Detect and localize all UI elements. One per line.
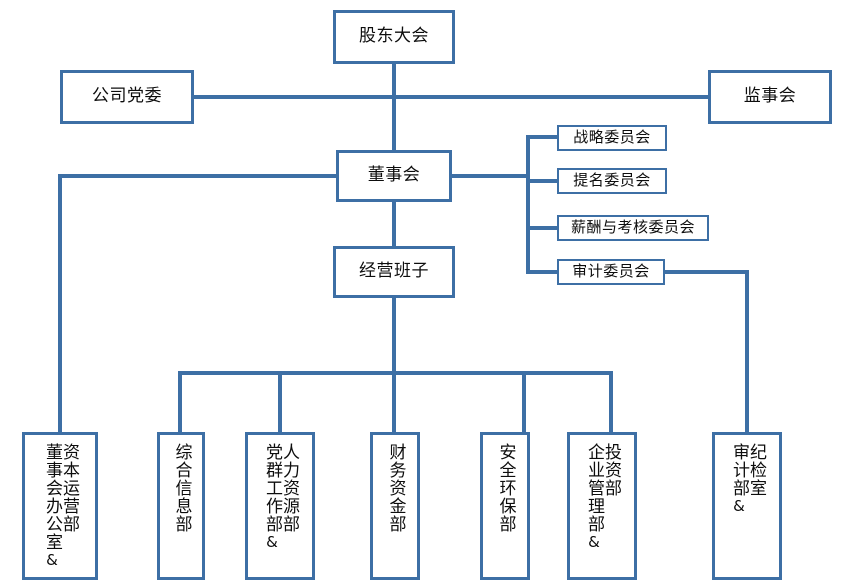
node-dept-capital-operations[interactable]: 资本运营部 董事会办公室&	[22, 432, 98, 580]
node-management-team[interactable]: 经营班子	[333, 246, 455, 298]
dept-primary-label: 安全环保部	[495, 443, 516, 533]
dept-text-wrap: 资本运营部 董事会办公室&	[42, 443, 79, 577]
dept-text-wrap: 安全环保部	[495, 443, 516, 577]
dept-text-wrap: 投资部 企业管理部&	[584, 443, 621, 577]
dept-secondary-text: 企业管理部	[584, 443, 604, 533]
node-label-management-team: 经营班子	[359, 261, 429, 282]
dept-separator: &	[730, 497, 748, 516]
node-label-committee-audit: 审计委员会	[572, 262, 650, 281]
dept-secondary-label: 审计部&	[729, 443, 749, 516]
dept-text-wrap: 纪检室 审计部&	[729, 443, 766, 577]
node-committee-audit[interactable]: 审计委员会	[557, 259, 665, 285]
dept-text-wrap: 财务资金部	[385, 443, 406, 577]
node-committee-remuneration-assessment[interactable]: 薪酬与考核委员会	[557, 215, 709, 241]
node-label-committee-strategy: 战略委员会	[573, 128, 651, 147]
node-dept-general-information[interactable]: 综合信息部	[157, 432, 205, 580]
dept-secondary-label: 企业管理部&	[584, 443, 604, 552]
dept-primary-label: 财务资金部	[385, 443, 406, 533]
link-audit-committee-to-audit-dept	[663, 270, 749, 434]
dept-primary-label: 人力资源部	[279, 443, 299, 533]
node-party-committee[interactable]: 公司党委	[60, 70, 194, 124]
node-dept-finance-funds[interactable]: 财务资金部	[370, 432, 420, 580]
dept-primary-label: 纪检室	[746, 443, 766, 497]
node-dept-investment[interactable]: 投资部 企业管理部&	[567, 432, 637, 580]
dept-separator: &	[585, 533, 603, 552]
dept-separator: &	[43, 551, 61, 570]
node-supervisory-board[interactable]: 监事会	[708, 70, 832, 124]
dept-secondary-label: 党群工作部&	[262, 443, 282, 552]
node-board-of-directors[interactable]: 董事会	[336, 150, 452, 202]
dept-text-wrap: 人力资源部 党群工作部&	[262, 443, 299, 577]
dept-secondary-text: 董事会办公室	[42, 443, 62, 551]
node-label-committee-nomination: 提名委员会	[573, 171, 651, 190]
node-label-board-of-directors: 董事会	[367, 165, 421, 186]
dept-primary-label: 投资部	[601, 443, 621, 497]
dept-secondary-text: 审计部	[729, 443, 749, 497]
node-shareholders-meeting[interactable]: 股东大会	[333, 10, 455, 64]
dept-separator: &	[263, 533, 281, 552]
node-label-shareholders-meeting: 股东大会	[359, 26, 429, 47]
node-dept-discipline-audit[interactable]: 纪检室 审计部&	[712, 432, 782, 580]
link-board-to-capital-dept	[58, 174, 338, 434]
node-label-party-committee: 公司党委	[92, 86, 162, 107]
dept-text-wrap: 综合信息部	[171, 443, 192, 577]
node-committee-nomination[interactable]: 提名委员会	[557, 168, 667, 194]
dept-secondary-label: 董事会办公室&	[42, 443, 62, 570]
node-dept-human-resources[interactable]: 人力资源部 党群工作部&	[245, 432, 315, 580]
dept-secondary-text: 党群工作部	[262, 443, 282, 533]
node-dept-safety-environment[interactable]: 安全环保部	[480, 432, 530, 580]
dept-primary-label: 资本运营部	[59, 443, 79, 533]
node-label-committee-remuneration-assessment: 薪酬与考核委员会	[570, 218, 695, 237]
node-label-supervisory-board: 监事会	[743, 86, 797, 107]
node-committee-strategy[interactable]: 战略委员会	[557, 125, 667, 151]
dept-primary-label: 综合信息部	[171, 443, 192, 533]
